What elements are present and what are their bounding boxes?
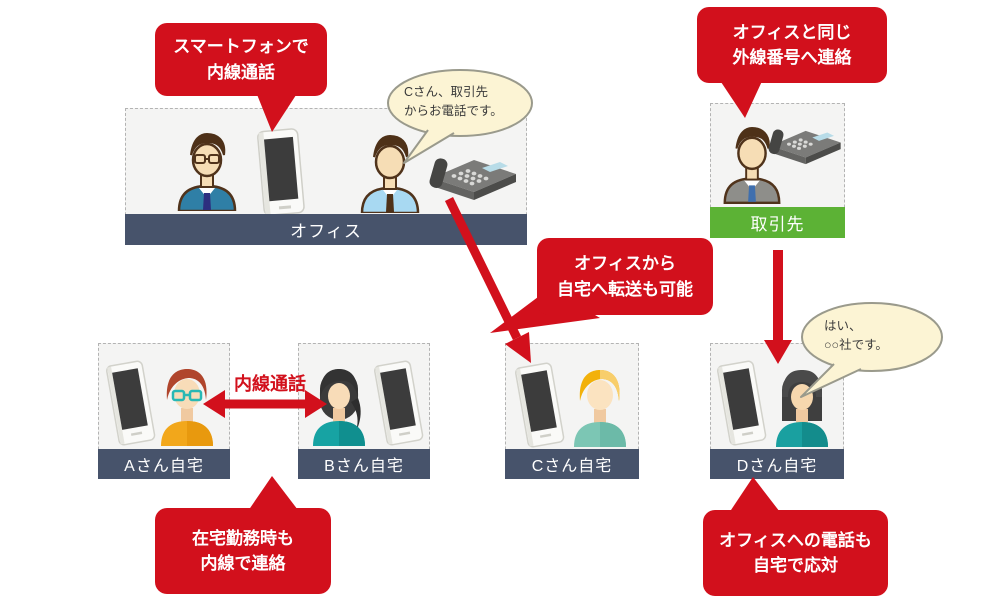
person-d-icon xyxy=(766,367,838,452)
home-b-zone: Bさん自宅 xyxy=(298,343,430,479)
callout-remote-work-line2: 内線で連絡 xyxy=(200,554,286,573)
home-a-zone: Aさん自宅 xyxy=(98,343,230,479)
office-bubble-text: Cさん、取引先 からお電話です。 xyxy=(404,83,524,122)
office-zone-label: オフィス xyxy=(125,214,527,245)
home-a-label: Aさん自宅 xyxy=(98,449,230,479)
home-d-label: Dさん自宅 xyxy=(710,449,844,479)
smartphone-icon xyxy=(373,359,425,456)
office-bubble-line2: からお電話です。 xyxy=(404,104,503,119)
office-bubble-line1: Cさん、取引先 xyxy=(404,85,489,99)
office-worker-suit-icon xyxy=(171,131,243,216)
office-worker-shirt-icon xyxy=(354,133,426,218)
person-b-icon xyxy=(303,366,375,451)
callout-answer-line1: オフィスへの電話も xyxy=(719,530,872,550)
home-d-bubble-text: はい、 ○○社です。 xyxy=(824,317,934,356)
callout-external-line1: オフィスと同じ xyxy=(732,22,852,42)
extension-call-label: 内線通話 xyxy=(234,374,306,394)
callout-smartphone-line1: スマートフォンで xyxy=(173,37,309,56)
callout-remote-work-line1: 在宅勤務時も xyxy=(192,528,294,548)
home-c-label: Cさん自宅 xyxy=(505,449,639,479)
callout-transfer-line1: オフィスから xyxy=(574,254,676,273)
home-b-label: Bさん自宅 xyxy=(298,449,430,479)
partner-zone-label: 取引先 xyxy=(710,207,845,238)
callout-transfer: オフィスから 自宅へ転送も可能 xyxy=(537,238,713,315)
smartphone-icon xyxy=(716,359,768,456)
office-zone: オフィス xyxy=(125,108,527,245)
home-d-bubble-line2: ○○社です。 xyxy=(824,338,888,353)
callout-remote-work: 在宅勤務時も 内線で連絡 xyxy=(155,508,331,594)
callout-smartphone-line2: 内線通話 xyxy=(207,62,275,82)
smartphone-icon xyxy=(105,359,157,456)
deskphone-icon xyxy=(424,137,520,210)
callout-answer-line2: 自宅で応対 xyxy=(753,556,838,575)
person-c-icon xyxy=(564,367,636,452)
person-a-icon xyxy=(151,366,223,451)
callout-smartphone: スマートフォンで 内線通話 xyxy=(155,23,327,96)
callout-external-number: オフィスと同じ 外線番号へ連絡 xyxy=(697,7,887,83)
home-d-zone: Dさん自宅 xyxy=(710,343,844,479)
home-c-zone: Cさん自宅 xyxy=(505,343,639,479)
deskphone-icon xyxy=(764,112,844,173)
home-d-bubble-line1: はい、 xyxy=(824,319,862,333)
callout-transfer-line2: 自宅へ転送も可能 xyxy=(557,279,693,299)
callout-external-line2: 外線番号へ連絡 xyxy=(732,48,852,67)
partner-zone: 取引先 xyxy=(710,103,845,238)
callout-answer-at-home: オフィスへの電話も 自宅で応対 xyxy=(703,510,888,596)
smartphone-icon xyxy=(251,127,313,224)
partner-worker-icon xyxy=(717,124,787,209)
smartphone-icon xyxy=(514,361,566,458)
